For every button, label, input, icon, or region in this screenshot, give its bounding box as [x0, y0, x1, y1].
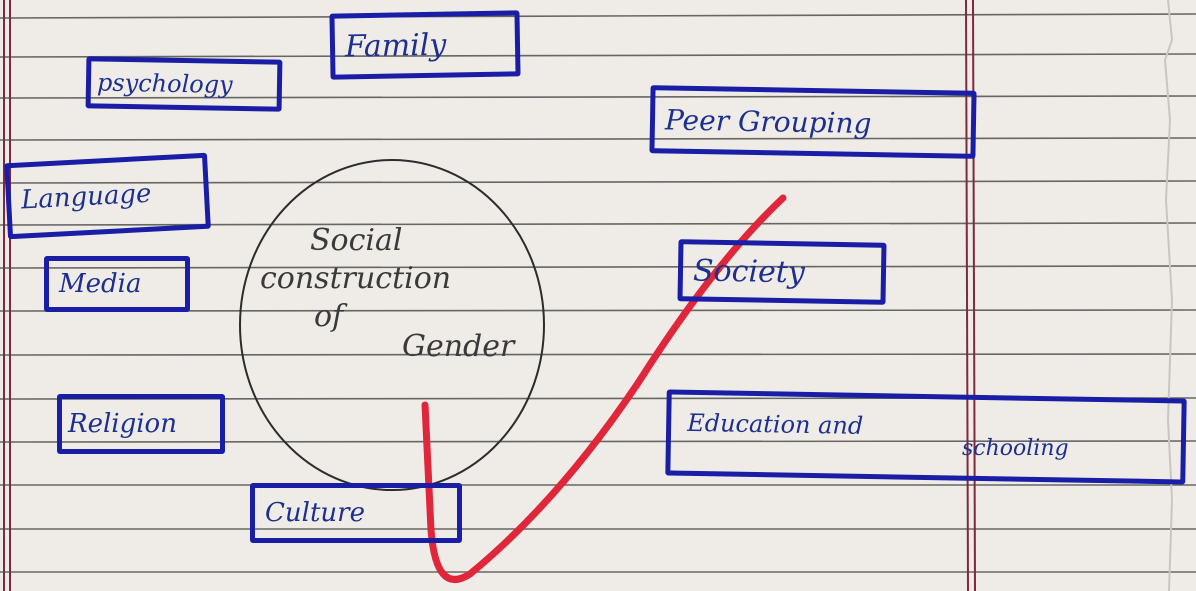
- center-title: Social construction of Gender: [252, 222, 552, 366]
- checkmark-icon: [421, 194, 787, 583]
- factor-box-peer-grouping: Peer Grouping: [649, 85, 977, 159]
- factor-box-culture: Culture: [250, 483, 462, 543]
- factor-label-media: Media: [59, 269, 142, 299]
- center-line: construction: [260, 261, 452, 296]
- factor-box-language: Language: [4, 152, 211, 240]
- page-edge: [1163, 0, 1174, 591]
- factor-label-religion: Religion: [68, 409, 177, 439]
- factor-box-society: Society: [677, 239, 887, 305]
- factor-box-psychology: psychology: [85, 56, 283, 112]
- factor-box-family: Family: [329, 10, 521, 80]
- margin-lines: [3, 0, 976, 591]
- factor-label-psychology: psychology: [96, 68, 233, 99]
- center-line: Social: [310, 223, 403, 258]
- factor-label-society: Society: [692, 252, 806, 290]
- rule-lines: [0, 13, 1196, 573]
- factor-label-education-cont: schooling: [962, 436, 1069, 461]
- factor-label-culture: Culture: [265, 498, 365, 528]
- factor-box-media: Media: [44, 256, 190, 312]
- factor-box-education: Education and: [665, 389, 1187, 485]
- factor-box-religion: Religion: [57, 394, 225, 454]
- center-circle: [239, 159, 545, 491]
- factor-label-peer-grouping: Peer Grouping: [664, 102, 872, 140]
- center-line: of: [314, 299, 344, 334]
- factor-label-family: Family: [344, 27, 447, 64]
- center-line: Gender: [402, 329, 515, 364]
- factor-label-education: Education and: [686, 408, 864, 440]
- factor-label-language: Language: [20, 178, 153, 216]
